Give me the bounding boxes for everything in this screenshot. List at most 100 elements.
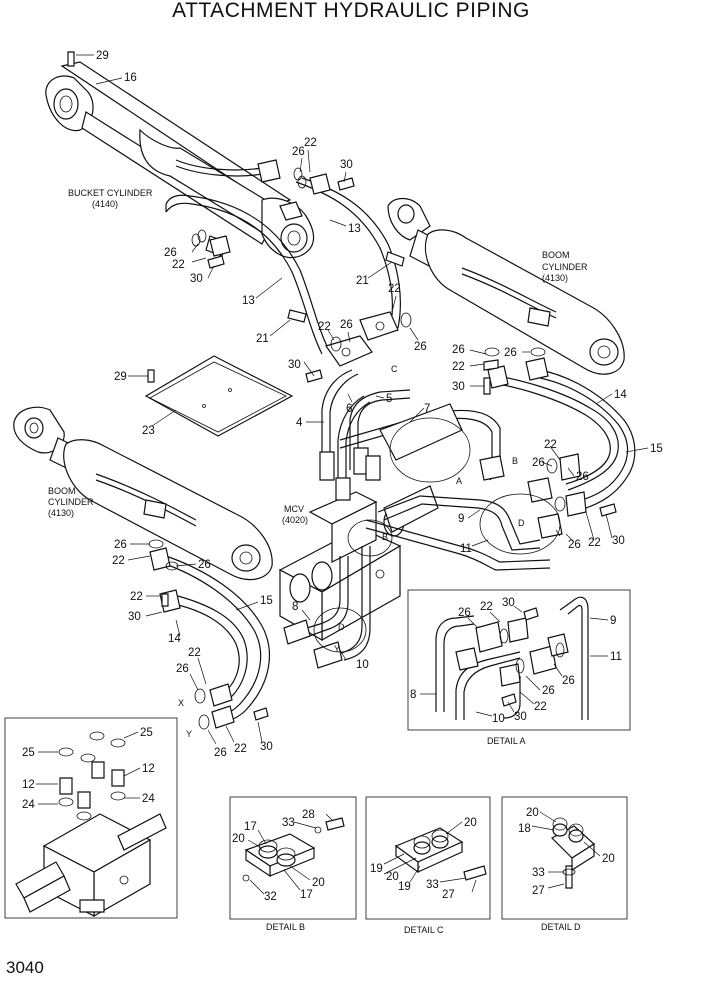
page-title: ATTACHMENT HYDRAULIC PIPING (172, 0, 530, 22)
detail-c-callout-20b: 20 (386, 871, 399, 883)
detail-a-callout-26c: 26 (562, 675, 575, 687)
detail-a-callout-30b: 30 (514, 711, 527, 723)
detail-a-callout-10: 10 (492, 713, 505, 725)
detail-d-label: DETAIL D (541, 922, 581, 932)
left-boom-label-2: CYLINDER (48, 497, 94, 507)
callout-26: 26 (452, 344, 465, 356)
callout-15: 15 (650, 443, 663, 455)
detail-d-callout-27: 27 (532, 885, 545, 897)
detail-a-callout-30: 30 (502, 597, 515, 609)
callout-24: 24 (22, 799, 35, 811)
callout-13: 13 (242, 295, 255, 307)
callout-26: 26 (504, 347, 517, 359)
callout-22: 22 (588, 537, 601, 549)
callout-29: 29 (96, 50, 109, 62)
letter-b-2: B (382, 532, 388, 542)
letter-d: D (518, 518, 525, 528)
inset-fittings-drawing (15, 731, 167, 918)
callout-25: 25 (22, 747, 35, 759)
detail-b-callout-17b: 17 (300, 889, 313, 901)
callout-22: 22 (172, 259, 185, 271)
callout-26: 26 (568, 539, 581, 551)
callout-12: 12 (22, 779, 35, 791)
letter-x: X (178, 698, 184, 708)
right-boom-label: BOOM (542, 250, 570, 260)
callout-22: 22 (130, 591, 143, 603)
leader-lines (36, 54, 649, 895)
callout-26: 26 (114, 539, 127, 551)
center-flanges (197, 173, 412, 367)
mcv-label: MCV (284, 504, 304, 514)
detail-b-label: DETAIL B (266, 922, 305, 932)
callout-30: 30 (190, 273, 203, 285)
orings-bolts (191, 167, 355, 383)
detail-a-frame (407, 589, 631, 731)
right-boom-code: (4130) (542, 273, 568, 283)
callout-23: 23 (142, 425, 155, 437)
callout-22: 22 (388, 283, 401, 295)
letter-d-2: D (338, 622, 345, 632)
callout-11: 11 (460, 543, 472, 555)
callout-21: 21 (356, 275, 369, 287)
callout-7: 7 (424, 403, 430, 415)
bucket-cylinder-drawing (45, 51, 315, 259)
callout-26: 26 (164, 247, 177, 259)
letter-c: C (391, 364, 398, 374)
letter-y-2: Y (334, 644, 340, 654)
callout-21: 21 (256, 333, 269, 345)
callout-30: 30 (288, 359, 301, 371)
detail-c-label: DETAIL C (404, 925, 444, 935)
detail-c-drawing (394, 827, 487, 881)
callout-26: 26 (198, 559, 211, 571)
callout-numbers: 29 16 22 26 30 13 26 22 30 13 21 22 26 2… (22, 50, 663, 903)
bucket-cylinder-label: BUCKET CYLINDER (68, 188, 153, 198)
right-boom-hoses (483, 347, 636, 511)
callout-15: 15 (260, 595, 273, 607)
callout-29: 29 (114, 371, 127, 383)
left-boom-hoses (148, 539, 270, 730)
callout-24: 24 (142, 793, 155, 805)
left-boom-code: (4130) (48, 508, 74, 518)
callout-26: 26 (292, 146, 305, 158)
cover-plate-drawing (144, 355, 294, 437)
letter-y: Y (186, 729, 192, 739)
detail-b-callout-20b: 20 (312, 877, 325, 889)
detail-c-callout-27: 27 (442, 889, 455, 901)
mcv-code: (4020) (282, 515, 308, 525)
callout-9: 9 (458, 513, 464, 525)
detail-a-callout-22: 22 (480, 601, 493, 613)
callout-22: 22 (304, 137, 317, 149)
callout-26: 26 (214, 747, 227, 759)
page-number: 3040 (6, 958, 44, 977)
callout-26: 26 (576, 471, 589, 483)
detail-b-callout-33: 33 (282, 817, 295, 829)
callout-14: 14 (614, 389, 627, 401)
detail-d-callout-33: 33 (532, 867, 545, 879)
callout-16: 16 (124, 72, 137, 84)
detail-d-frame (501, 796, 628, 920)
callout-30: 30 (128, 611, 141, 623)
detail-b-callout-28: 28 (302, 809, 315, 821)
detail-c-callout-19b: 19 (398, 881, 411, 893)
callout-25: 25 (140, 727, 153, 739)
pipes (283, 369, 617, 669)
detail-a-callout-9: 9 (610, 615, 616, 627)
detail-d-callout-18: 18 (518, 823, 531, 835)
callout-22: 22 (318, 321, 331, 333)
detail-c-callout-20: 20 (464, 817, 477, 829)
detail-a-callout-26: 26 (458, 607, 471, 619)
callout-30: 30 (612, 535, 625, 547)
detail-b-callout-20: 20 (232, 833, 245, 845)
detail-a-callout-11: 11 (610, 651, 622, 663)
callout-22: 22 (234, 743, 247, 755)
detail-a-callout-22b: 22 (534, 701, 547, 713)
callout-22: 22 (452, 361, 465, 373)
detail-b-callout-17: 17 (244, 821, 257, 833)
detail-c-callout-19: 19 (370, 863, 383, 875)
right-boom-cylinder-drawing (387, 197, 625, 375)
callout-30: 30 (260, 741, 273, 753)
detail-a-drawing (435, 596, 589, 720)
detail-a-callout-8: 8 (410, 689, 416, 701)
detail-a-label: DETAIL A (487, 736, 526, 746)
